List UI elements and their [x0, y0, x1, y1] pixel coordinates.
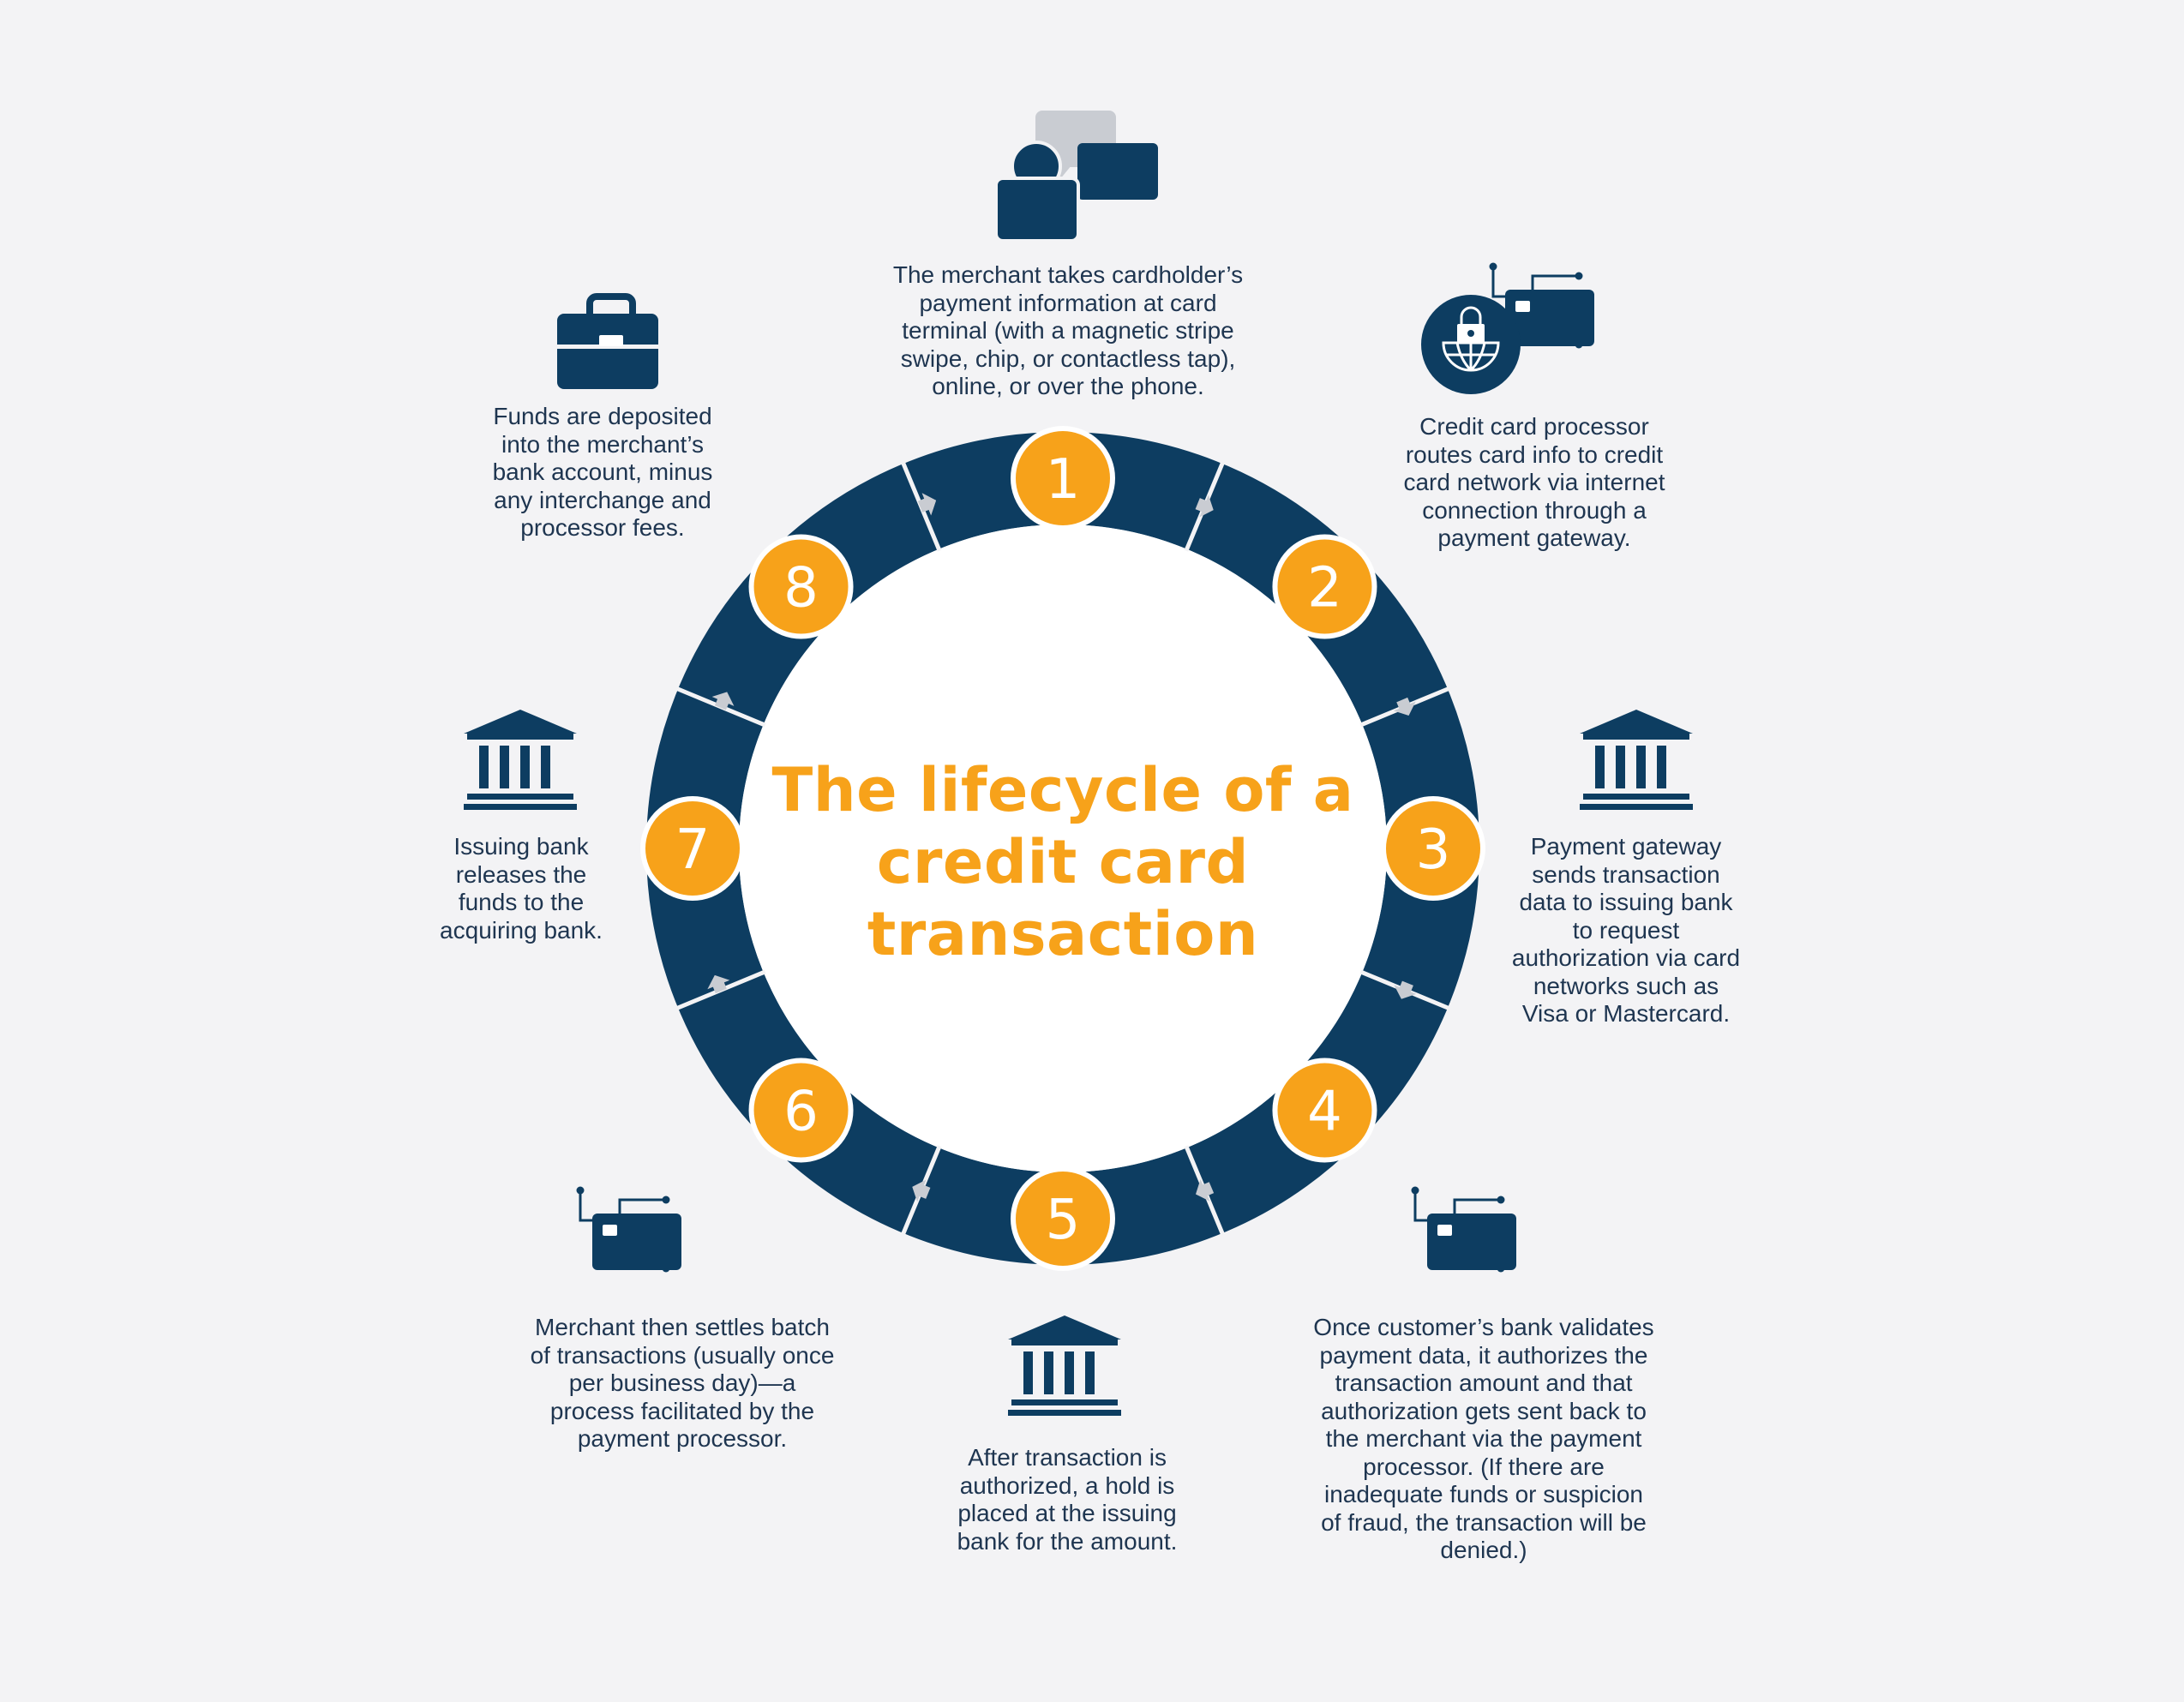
- flow-arrow-icon: [1393, 697, 1416, 716]
- center-disc: [739, 524, 1387, 1172]
- badge-circle: [1011, 1166, 1115, 1271]
- step-7-description: Issuing bank releases the funds to the a…: [440, 833, 603, 944]
- step-5-description: After transaction is authorized, a hold …: [957, 1444, 1178, 1555]
- step-1-badge: 1: [1011, 426, 1115, 530]
- step-1-description: The merchant takes cardholder’s payment …: [892, 261, 1244, 399]
- badge-circle: [748, 1058, 854, 1163]
- bank-icon: [464, 710, 577, 810]
- step-5-badge: 5: [1011, 1166, 1115, 1271]
- flow-arrow-icon: [707, 974, 730, 994]
- bank-icon: [1008, 1315, 1121, 1416]
- flow-arrow-icon: [917, 493, 937, 516]
- flow-arrow-icon: [1195, 494, 1214, 518]
- step-7-badge: 7: [640, 796, 745, 901]
- step-number: 1: [1046, 448, 1081, 512]
- bank-icon: [1580, 710, 1693, 810]
- badge-circle: [640, 796, 745, 901]
- step-6-description: Merchant then settles batch of transacti…: [530, 1314, 835, 1452]
- badge-circle: [1381, 796, 1485, 901]
- step-4-badge: 4: [1272, 1058, 1377, 1163]
- credit-card-circuit-icon: [1410, 1185, 1518, 1274]
- step-number: 8: [783, 557, 819, 620]
- step-4-description: Once customer’s bank validates payment d…: [1313, 1314, 1654, 1563]
- step-number: 3: [1416, 818, 1451, 882]
- step-number: 4: [1307, 1080, 1342, 1143]
- step-8-badge: 8: [748, 534, 854, 639]
- step-number: 7: [675, 818, 711, 882]
- briefcase-icon: [557, 293, 658, 389]
- flow-arrow-icon: [1394, 980, 1417, 999]
- diagram-title: The lifecycle of a credit card transacti…: [771, 755, 1354, 969]
- flow-arrow-icon: [912, 1179, 931, 1202]
- badge-circle: [1272, 1058, 1377, 1163]
- step-8-description: Funds are deposited into the merchant’s …: [492, 403, 713, 541]
- flow-arrow-icon: [711, 692, 735, 710]
- step-number: 6: [783, 1080, 819, 1143]
- step-6-badge: 6: [748, 1058, 854, 1163]
- step-badges: 1 2 3 4 5 6 7 8: [640, 426, 1485, 1271]
- step-number: 2: [1307, 557, 1342, 620]
- badge-circle: [1011, 426, 1115, 530]
- step-2-description: Credit card processor routes card info t…: [1403, 413, 1665, 551]
- secure-globe-card-icon: [1421, 261, 1596, 394]
- step-3-description: Payment gateway sends transaction data t…: [1511, 833, 1741, 1027]
- badge-circle: [1272, 534, 1377, 639]
- flow-arrow-icon: [1195, 1178, 1215, 1202]
- credit-card-circuit-icon: [575, 1185, 683, 1274]
- step-2-badge: 2: [1272, 534, 1377, 639]
- step-3-badge: 3: [1381, 796, 1485, 901]
- chat-user-icon: [994, 111, 1158, 243]
- badge-circle: [748, 534, 854, 639]
- step-number: 5: [1046, 1189, 1081, 1252]
